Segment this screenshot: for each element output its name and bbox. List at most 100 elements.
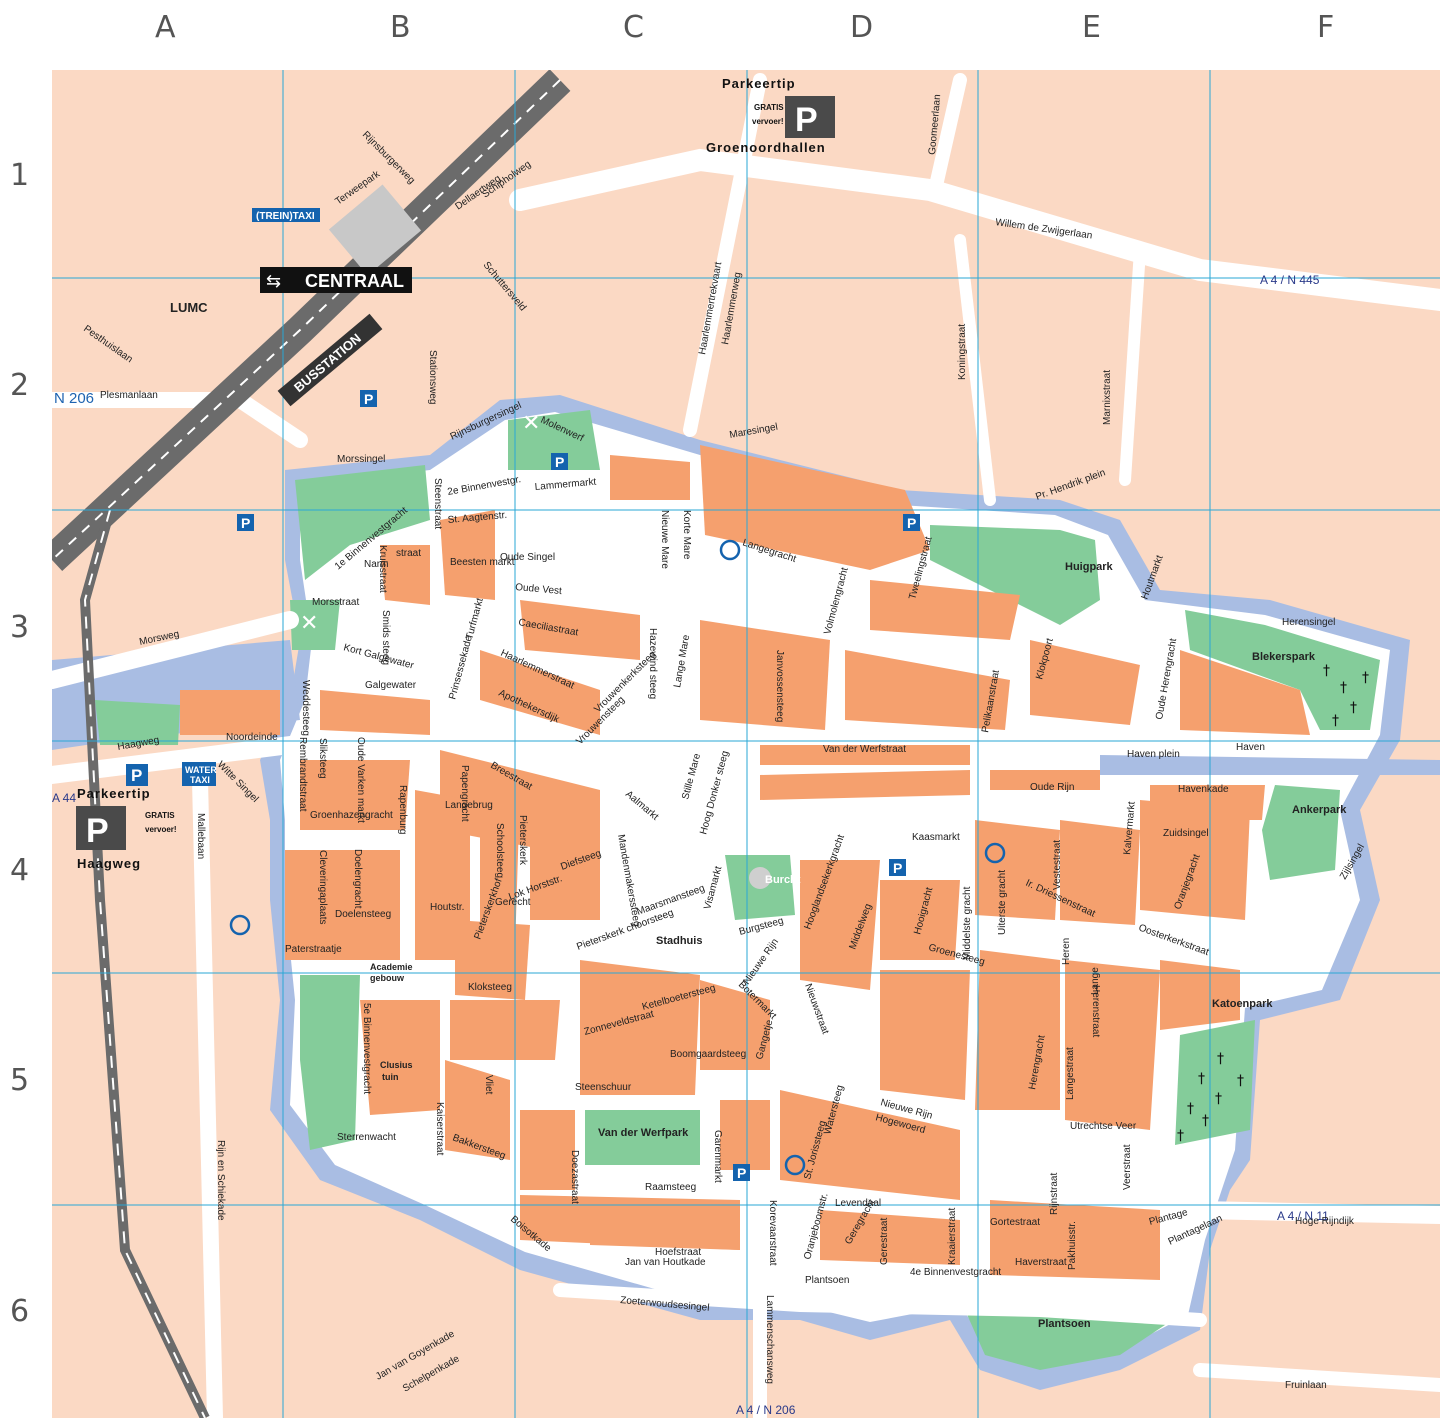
street-label: Kalvermarkt xyxy=(1122,801,1138,855)
treintaxi-box xyxy=(252,208,320,222)
street-label: St. Aagtenstr. xyxy=(447,510,507,526)
street-label: Smids steeg xyxy=(380,610,391,665)
street-label: Kloksteeg xyxy=(468,982,512,993)
street-label: Beesten markt xyxy=(450,557,515,568)
katoenpark xyxy=(1175,1020,1255,1145)
parkeertip-title: Parkeertip xyxy=(77,786,151,801)
street-label: Haverstraat xyxy=(1015,1257,1067,1268)
grid-row-5: 5 xyxy=(10,1063,30,1098)
city-map[interactable]: CENTRAAL ⇆ BUSSTATION (TREIN)TAXI WATER … xyxy=(52,70,1440,1418)
street-label: Heren xyxy=(1061,938,1072,965)
street-label: Jan van Houtkade xyxy=(625,1257,706,1268)
block-turfmarkt xyxy=(380,545,430,605)
place-vanderwerfpark: Van der Werfpark xyxy=(598,1127,689,1139)
parkeertip-sign-icon xyxy=(785,96,835,138)
parking-icon[interactable] xyxy=(889,859,906,876)
parking-garage-icon[interactable] xyxy=(984,842,1006,864)
place-stadhuis: Stadhuis xyxy=(656,935,702,947)
parking-icon[interactable] xyxy=(126,764,148,786)
highway-a44: A 44 xyxy=(52,791,76,805)
street-label: Galgewater xyxy=(365,680,417,691)
street-label: Oude Rijn xyxy=(1030,782,1074,793)
parkeertip-vervoer: vervoer! xyxy=(145,825,177,834)
block-middelweg xyxy=(880,880,960,960)
centraal-station-badge[interactable]: CENTRAAL ⇆ xyxy=(260,267,412,293)
street-label: Garenmarkt xyxy=(712,1130,723,1183)
place-clusius-1: Clusius xyxy=(380,1060,413,1070)
parkeertip-title: Parkeertip xyxy=(722,76,796,91)
place-clusius-2: tuin xyxy=(382,1072,399,1082)
street-label: Langestraat xyxy=(1065,1047,1076,1100)
street-label: Narm xyxy=(364,559,388,570)
grid-row-1: 1 xyxy=(10,158,30,193)
parking-icon[interactable] xyxy=(903,514,920,531)
street-label: Rijn en Schiekade xyxy=(215,1140,226,1221)
block-steenschuur-s xyxy=(720,1100,770,1170)
street-label: Steenstraat xyxy=(432,478,443,529)
street-label: Langebrug xyxy=(445,800,493,811)
cross-icon: † xyxy=(1340,680,1347,696)
street-label: Levendaal xyxy=(835,1198,881,1209)
grid-column-f: F xyxy=(1317,10,1335,45)
block-oude-vest-3 xyxy=(1030,640,1140,725)
street-label: Korte Mare xyxy=(681,510,692,560)
place-lumc: LUMC xyxy=(170,300,208,315)
place-ankerpark: Ankerpark xyxy=(1292,804,1347,816)
street-label: Van der Werfstraat xyxy=(823,744,906,755)
street-label: Haven xyxy=(1236,742,1265,753)
parking-icon[interactable] xyxy=(733,1164,750,1181)
block-gerecht xyxy=(455,920,530,1000)
block-hooglandse xyxy=(800,860,880,990)
highway-a4-n11: A 4 / N 11 xyxy=(1277,1209,1329,1223)
block-langegracht-east xyxy=(870,580,1020,640)
street-label: Goomeerlaan xyxy=(927,94,943,155)
parkeertip-groenoordhallen[interactable]: Parkeertip P GRATIS vervoer! Groenoordha… xyxy=(706,76,835,155)
place-blekerspark: Blekerspark xyxy=(1252,651,1316,663)
block-zuidsingel xyxy=(1140,800,1250,920)
cross-icon: † xyxy=(1237,1073,1244,1089)
parking-icon-letter: P xyxy=(241,515,250,531)
block-herensingel xyxy=(1180,650,1310,735)
building-blocks xyxy=(180,445,1310,1280)
parking-garage-icon[interactable] xyxy=(229,914,251,936)
west-park xyxy=(95,700,180,745)
parking-icon[interactable] xyxy=(360,390,377,407)
haven-water xyxy=(1100,755,1440,775)
street-label: Pieterskerk xyxy=(517,815,528,866)
watertaxi-box xyxy=(182,762,216,786)
highway-a4-n445: A 4 / N 445 xyxy=(1260,273,1320,287)
block-oude-vest-1 xyxy=(700,620,830,730)
parking-icon[interactable] xyxy=(551,453,568,470)
place-plantsoen: Plantsoen xyxy=(1038,1318,1091,1330)
huigpark xyxy=(930,525,1100,625)
street-label: Sliksteeg xyxy=(317,738,328,779)
street-label: Utrechtse Veer xyxy=(1070,1121,1137,1132)
grid-column-e: E xyxy=(1082,10,1101,45)
watertaxi-badge[interactable]: WATER TAXI xyxy=(182,762,217,786)
treintaxi-badge[interactable]: (TREIN)TAXI xyxy=(252,208,320,222)
street-label: Havenkade xyxy=(1178,784,1229,795)
watertaxi-line2: TAXI xyxy=(190,775,210,785)
street-label: Rembrandtstraat xyxy=(297,737,308,812)
street-label: Haven plein xyxy=(1127,749,1180,760)
parking-garage-icon[interactable] xyxy=(719,539,741,561)
block-rapenburg-w xyxy=(300,760,410,830)
parkeertip-haagweg[interactable]: Parkeertip P GRATIS vervoer! Haagweg xyxy=(76,786,177,871)
grid-column-d: D xyxy=(850,10,874,45)
centraal-badge-box xyxy=(260,267,412,293)
street-label: Vliet xyxy=(483,1075,494,1095)
parking-icon[interactable] xyxy=(237,514,254,531)
cross-icon: † xyxy=(1217,1051,1224,1067)
parking-icon-letter: P xyxy=(131,766,142,785)
parkeertip-sign-letter: P xyxy=(86,812,109,850)
block-vestestraat xyxy=(1060,820,1140,925)
parkeertip-haagweg-label: Haagweg xyxy=(77,856,141,871)
street-label: Vestestraat xyxy=(1052,840,1063,890)
hoge-rijndijk-road xyxy=(1191,1201,1440,1224)
parking-garage-icon[interactable] xyxy=(784,1154,806,1176)
haarlemmerweg-road xyxy=(683,73,767,437)
block-langegracht xyxy=(700,445,930,570)
street-label: Kaasmarkt xyxy=(912,832,960,843)
street-label: Lange xyxy=(1090,967,1101,995)
block-vdwerfstraat xyxy=(760,745,970,765)
